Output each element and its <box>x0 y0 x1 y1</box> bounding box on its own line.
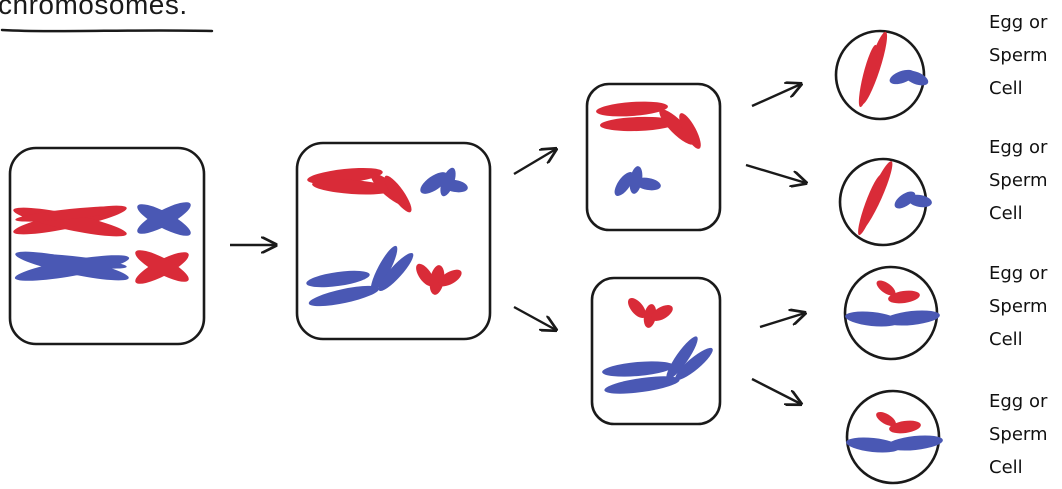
meiosis-one-cell <box>295 141 492 341</box>
arrow-to-gamete-3 <box>759 313 805 329</box>
gamete-cell-4 <box>845 389 943 485</box>
top-daughter-maternal-chromosome <box>596 101 701 149</box>
meiosis-one-paternal-pair <box>306 245 414 307</box>
meiosis-two-top-cell <box>585 82 722 232</box>
parent-maternal-chromosome <box>13 205 127 237</box>
gamete-cell-2 <box>838 157 932 247</box>
label-line: Cell <box>989 203 1023 224</box>
parent-paternal-small-chromosome <box>137 202 191 236</box>
label-line: Sperm <box>989 45 1048 66</box>
parent-maternal-small-chromosome <box>135 250 189 284</box>
gamete-label-2: Egg or Sperm Cell <box>989 131 1061 230</box>
heading-underline <box>0 28 214 33</box>
label-line: Sperm <box>989 296 1048 317</box>
meiosis-one-maternal-pair <box>307 167 412 213</box>
label-line: Egg or <box>989 391 1048 412</box>
label-line: Sperm <box>989 424 1048 445</box>
heading-fragment: chromosomes. <box>0 0 188 20</box>
arrow-to-gamete-1 <box>751 84 801 108</box>
gamete-cell-3 <box>843 265 940 361</box>
gamete-2-paternal-chromosome <box>894 191 932 209</box>
label-line: Egg or <box>989 12 1048 33</box>
arrow-to-gamete-4 <box>751 377 801 404</box>
label-line: Cell <box>989 329 1023 350</box>
gamete-4-maternal-chromosome <box>876 412 921 434</box>
gamete-cell-1 <box>834 29 929 121</box>
label-line: Egg or <box>989 263 1048 284</box>
label-line: Sperm <box>989 170 1048 191</box>
label-line: Cell <box>989 78 1023 99</box>
parent-cell <box>8 146 206 346</box>
gamete-label-3: Egg or Sperm Cell <box>989 257 1061 356</box>
bottom-daughter-maternal-chromosome <box>628 298 673 328</box>
label-line: Egg or <box>989 137 1048 158</box>
bottom-daughter-paternal-chromosome <box>602 336 713 394</box>
meiosis-one-maternal-small-pair <box>416 263 462 295</box>
gamete-4-paternal-chromosome <box>846 435 943 453</box>
gamete-3-maternal-chromosome <box>876 280 920 304</box>
arrow-to-daughter-bottom <box>513 305 556 330</box>
gamete-label-1: Egg or Sperm Cell <box>989 6 1061 105</box>
meiosis-one-paternal-small-pair <box>420 167 468 197</box>
gamete-label-4: Egg or Sperm Cell <box>989 385 1061 484</box>
meiosis-two-bottom-cell <box>590 276 722 426</box>
label-line: Cell <box>989 457 1023 478</box>
gamete-1-paternal-chromosome <box>889 69 929 86</box>
arrow-to-daughter-top <box>513 149 556 176</box>
parent-paternal-chromosome <box>14 251 130 281</box>
arrow-to-gamete-2 <box>745 163 806 183</box>
gamete-3-paternal-chromosome <box>845 310 940 327</box>
top-daughter-paternal-chromosome <box>614 166 661 196</box>
